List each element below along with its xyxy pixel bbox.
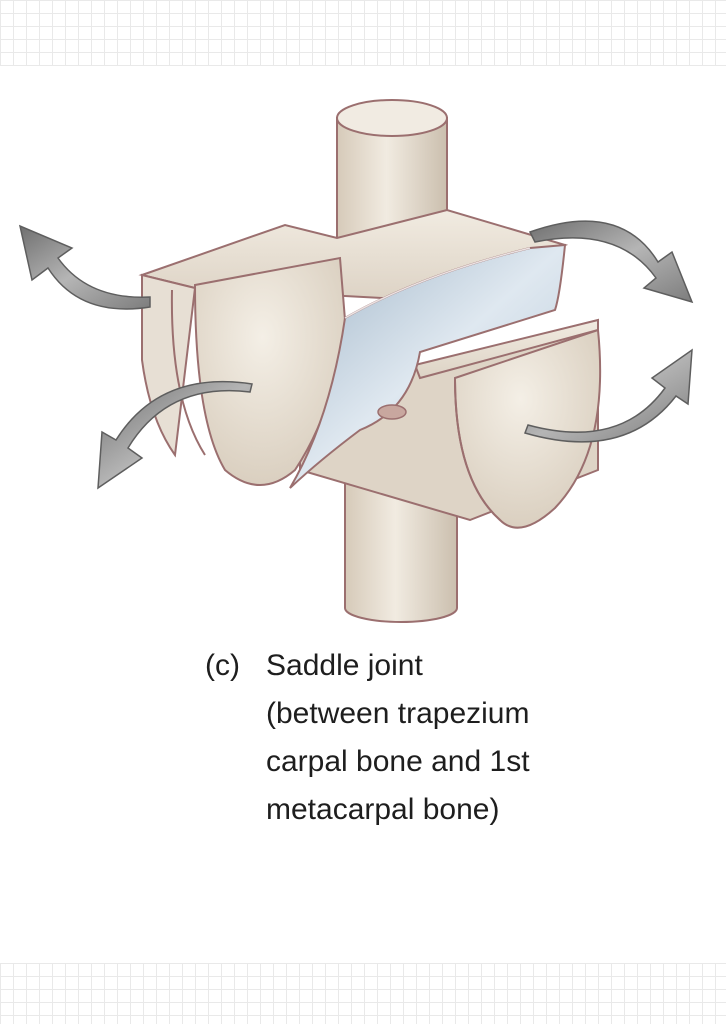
movement-arrow-icon <box>97 380 253 490</box>
grid-paper-top <box>0 0 726 66</box>
caption-line-4: metacarpal bone) <box>266 793 500 826</box>
caption-line-2: (between trapezium <box>266 697 530 730</box>
caption-line-1: Saddle joint <box>266 649 423 682</box>
articular-cartilage <box>289 243 567 489</box>
saddle-joint-diagram <box>18 99 694 623</box>
grid-paper-bottom <box>0 963 726 1024</box>
caption-tag: (c) <box>205 649 240 682</box>
movement-arrow-icon <box>18 224 151 310</box>
figure-caption: (c) Saddle joint (between trapezium carp… <box>205 642 635 834</box>
caption-line-3: carpal bone and 1st <box>266 745 530 778</box>
movement-arrow-icon <box>528 220 694 304</box>
movement-arrow-icon <box>524 348 693 443</box>
